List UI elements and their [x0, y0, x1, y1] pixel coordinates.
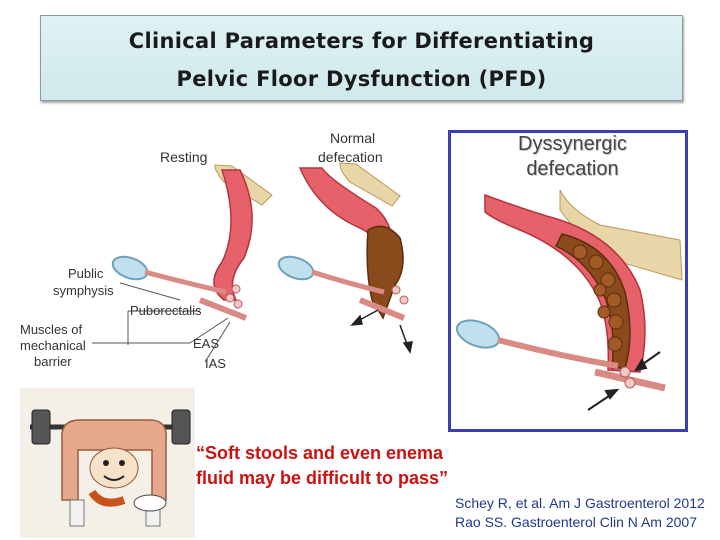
title-line-2: Pelvic Floor Dysfunction (PFD) — [176, 67, 547, 91]
reference-2: Rao SS. Gastroenterol Clin N Am 2007 — [455, 514, 698, 530]
normal-arrows — [350, 309, 413, 354]
label-symphysis: symphysis — [53, 283, 114, 298]
label-eas: EAS — [193, 336, 220, 351]
stool-dyssynergic — [554, 233, 631, 369]
normal-panel-drawing — [277, 162, 413, 354]
dyssynergic-panel-drawing — [455, 189, 683, 411]
label-leader-lines — [92, 282, 231, 363]
label-resting: Resting — [160, 149, 208, 165]
label-defecation: defecation — [318, 149, 383, 165]
rectum-resting — [213, 169, 253, 301]
dyssynergic-title-line-2: defecation — [526, 158, 619, 180]
dyssynergic-title-line-1: Dyssynergic — [518, 133, 627, 155]
pubic-bone-resting — [111, 255, 149, 281]
weightlifting-colon-cartoon — [20, 388, 195, 538]
quote-line-2: fluid may be difficult to pass” — [196, 468, 449, 488]
label-public: Public — [68, 266, 104, 281]
title-box: Clinical Parameters for Differentiating … — [40, 15, 683, 101]
stool-normal — [366, 225, 404, 320]
resting-panel-drawing — [111, 164, 273, 321]
quote: “Soft stools and even enema fluid may be… — [196, 441, 448, 491]
label-mechanical: mechanical — [20, 338, 86, 353]
reference-1: Schey R, et al. Am J Gastroenterol 2012 — [455, 495, 705, 511]
title-line-1: Clinical Parameters for Differentiating — [128, 29, 595, 53]
dyssynergic-arrows — [587, 351, 661, 411]
label-muscles-of: Muscles of — [20, 322, 83, 337]
dyssynergic-title: Dyssynergic defecation — [518, 132, 627, 182]
label-puborectalis: Puborectalis — [130, 303, 202, 318]
label-barrier: barrier — [34, 354, 72, 369]
label-ias: IAS — [205, 356, 226, 371]
quote-line-1: “Soft stools and even enema — [196, 443, 444, 463]
label-normal: Normal — [330, 130, 376, 146]
